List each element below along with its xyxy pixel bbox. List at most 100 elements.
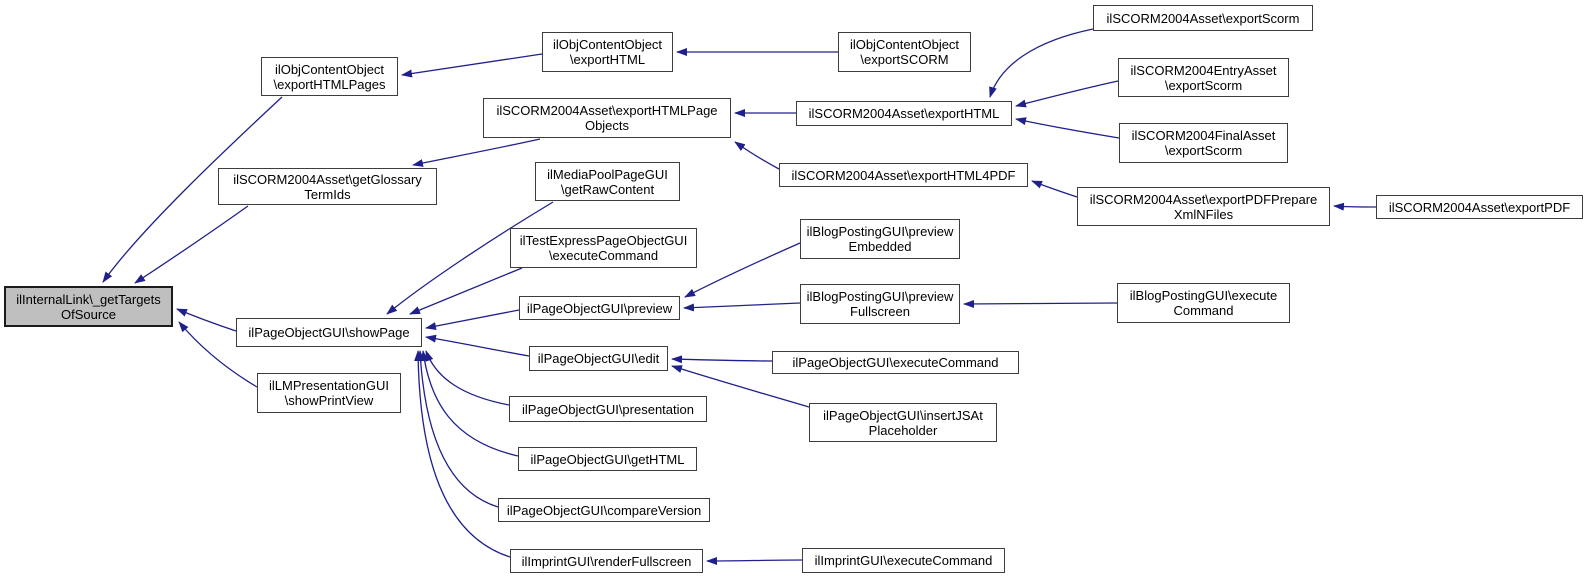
edge-page-preview--show-page	[425, 309, 520, 331]
edge-export-pdf-prepare-xmln-files--scorm-export-html4pdf	[1031, 180, 1078, 198]
graph-node-page-execute-command[interactable]: ilPageObjectGUI\executeCommand	[772, 351, 1019, 374]
edge-preview-fullscreen--page-preview	[683, 302, 801, 312]
node-label-line: ilImprintGUI\executeCommand	[814, 553, 993, 568]
node-label-line: Command	[1173, 303, 1234, 318]
graph-node-page-preview[interactable]: ilPageObjectGUI\preview	[519, 296, 680, 320]
node-label-line: \executeCommand	[548, 248, 659, 263]
edge-test-express-execute-command--show-page	[409, 267, 523, 315]
edge-insert-js-at-placeholder--page-edit	[671, 365, 810, 408]
edge-page-edit--show-page	[425, 334, 530, 357]
node-label-line: ilSCORM2004Asset\exportScorm	[1106, 10, 1300, 26]
node-label-line: XmlNFiles	[1173, 206, 1234, 222]
node-label-line: ilInternalLink\_getTargets	[16, 291, 161, 307]
node-label-line: \exportScorm	[1164, 77, 1243, 93]
edge-scorm-export-html-page-objects--get-glossary-term-ids	[412, 138, 541, 167]
node-label-line: Objects	[584, 118, 630, 133]
edge-entry-export-scorm--scorm-export-html	[1015, 80, 1119, 108]
node-label-line: ilSCORM2004Asset\exportHTMLPage	[496, 103, 718, 118]
node-label-line: ilTestExpressPageObjectGUI	[519, 233, 688, 248]
graph-node-scorm-export-scorm[interactable]: ilSCORM2004Asset\exportScorm	[1093, 5, 1313, 31]
edge-blog-execute-command--preview-fullscreen	[963, 299, 1118, 308]
graph-node-page-compare-version[interactable]: ilPageObjectGUI\compareVersion	[498, 498, 710, 522]
graph-node-export-pdf[interactable]: ilSCORM2004Asset\exportPDF	[1376, 195, 1583, 219]
node-label-line: ilImprintGUI\renderFullscreen	[521, 553, 692, 569]
node-label-line: ilPageObjectGUI\edit	[537, 351, 660, 366]
node-label-line: Placeholder	[868, 422, 938, 438]
edge-page-get-html--show-page	[420, 350, 519, 457]
edge-imprint-render-fullscreen--show-page	[414, 350, 511, 558]
graph-node-test-express-execute-command[interactable]: ilTestExpressPageObjectGUI\executeComman…	[510, 228, 697, 268]
node-label-line: ilPageObjectGUI\presentation	[522, 401, 694, 417]
node-label-line: \getRawContent	[560, 181, 655, 197]
node-label-line: ilSCORM2004Asset\getGlossary	[233, 171, 422, 187]
graph-node-page-get-html[interactable]: ilPageObjectGUI\getHTML	[518, 447, 697, 471]
graph-node-page-presentation[interactable]: ilPageObjectGUI\presentation	[509, 396, 707, 422]
node-label-line: ilSCORM2004Asset\exportPDF	[1388, 199, 1571, 215]
edge-scorm-export-html4pdf--scorm-export-html-page-objects	[734, 141, 780, 170]
node-label-line: Fullscreen	[850, 304, 910, 319]
node-label-line: ilSCORM2004EntryAsset	[1130, 62, 1277, 78]
node-label-line: \exportHTML	[569, 52, 646, 67]
graph-node-lm-show-print-view[interactable]: ilLMPresentationGUI\showPrintView	[257, 373, 401, 413]
edge-obj-export-html--export-html-pages	[401, 53, 543, 78]
node-label-line: \exportHTMLPages	[273, 76, 386, 92]
node-label-line: ilSCORM2004Asset\exportHTML4PDF	[791, 167, 1016, 183]
graph-node-show-page[interactable]: ilPageObjectGUI\showPage	[236, 318, 422, 347]
node-label-line: ilMediaPoolPageGUI	[547, 166, 668, 182]
node-label-line: ilSCORM2004FinalAsset	[1131, 128, 1276, 143]
graph-node-imprint-execute-command[interactable]: ilImprintGUI\executeCommand	[802, 548, 1005, 573]
edge-preview-embedded--page-preview	[684, 242, 801, 298]
edge-imprint-execute-command--imprint-render-fullscreen	[706, 556, 803, 565]
node-label-line: \exportSCORM	[860, 52, 949, 67]
node-label-line: ilSCORM2004Asset\exportPDFPrepare	[1089, 191, 1318, 207]
node-label-line: \exportScorm	[1164, 143, 1243, 158]
node-label-line: ilObjContentObject	[552, 37, 663, 52]
edge-export-html-pages--get-targets-of-source	[102, 96, 283, 283]
graph-node-page-edit[interactable]: ilPageObjectGUI\edit	[529, 346, 668, 371]
node-label-line: TermIds	[304, 186, 351, 202]
graph-node-obj-export-html[interactable]: ilObjContentObject\exportHTML	[542, 32, 673, 72]
node-label-line: ilSCORM2004Asset\exportHTML	[808, 106, 1000, 121]
edge-scorm-export-scorm--scorm-export-html	[989, 28, 1094, 98]
node-label-line: ilPageObjectGUI\getHTML	[530, 451, 685, 467]
node-label-line: ilPageObjectGUI\executeCommand	[792, 355, 999, 370]
graph-node-scorm-export-html4pdf[interactable]: ilSCORM2004Asset\exportHTML4PDF	[779, 163, 1028, 187]
node-label-line: ilBlogPostingGUI\preview	[806, 224, 954, 239]
node-label-line: ilPageObjectGUI\compareVersion	[506, 502, 702, 518]
graph-node-entry-export-scorm[interactable]: ilSCORM2004EntryAsset\exportScorm	[1118, 58, 1289, 97]
graph-node-scorm-export-html[interactable]: ilSCORM2004Asset\exportHTML	[796, 101, 1012, 126]
graph-node-final-export-scorm[interactable]: ilSCORM2004FinalAsset\exportScorm	[1119, 123, 1288, 163]
node-label-line: ilObjContentObject	[849, 37, 960, 52]
graph-node-media-pool-get-raw-content[interactable]: ilMediaPoolPageGUI\getRawContent	[535, 162, 680, 201]
edge-final-export-scorm--scorm-export-html	[1015, 117, 1120, 139]
node-label-line: ilObjContentObject	[274, 61, 385, 77]
edge-show-page--get-targets-of-source	[176, 308, 237, 332]
edge-page-presentation--show-page	[425, 350, 510, 406]
node-label-line: OfSource	[61, 306, 116, 322]
node-label-line: Embedded	[848, 239, 912, 254]
edge-export-pdf--export-pdf-prepare-xmln-files	[1333, 202, 1377, 211]
node-label-line: \showPrintView	[284, 393, 374, 408]
node-label-line: ilBlogPostingGUI\execute	[1129, 288, 1278, 303]
edge-page-execute-command--page-edit	[671, 355, 773, 364]
node-label-line: ilPageObjectGUI\showPage	[248, 325, 410, 340]
node-label-line: ilPageObjectGUI\insertJSAt	[823, 407, 983, 423]
edge-page-compare-version--show-page	[416, 350, 499, 508]
node-label-line: ilPageObjectGUI\preview	[526, 300, 673, 316]
graph-node-export-html-pages[interactable]: ilObjContentObject\exportHTMLPages	[261, 57, 398, 96]
node-label-line: ilBlogPostingGUI\preview	[806, 289, 954, 304]
edge-lm-show-print-view--get-targets-of-source	[178, 321, 258, 388]
edge-get-glossary-term-ids--get-targets-of-source	[134, 205, 249, 284]
graph-node-imprint-render-fullscreen[interactable]: ilImprintGUI\renderFullscreen	[510, 549, 703, 573]
graph-node-obj-export-scorm[interactable]: ilObjContentObject\exportSCORM	[838, 32, 971, 72]
